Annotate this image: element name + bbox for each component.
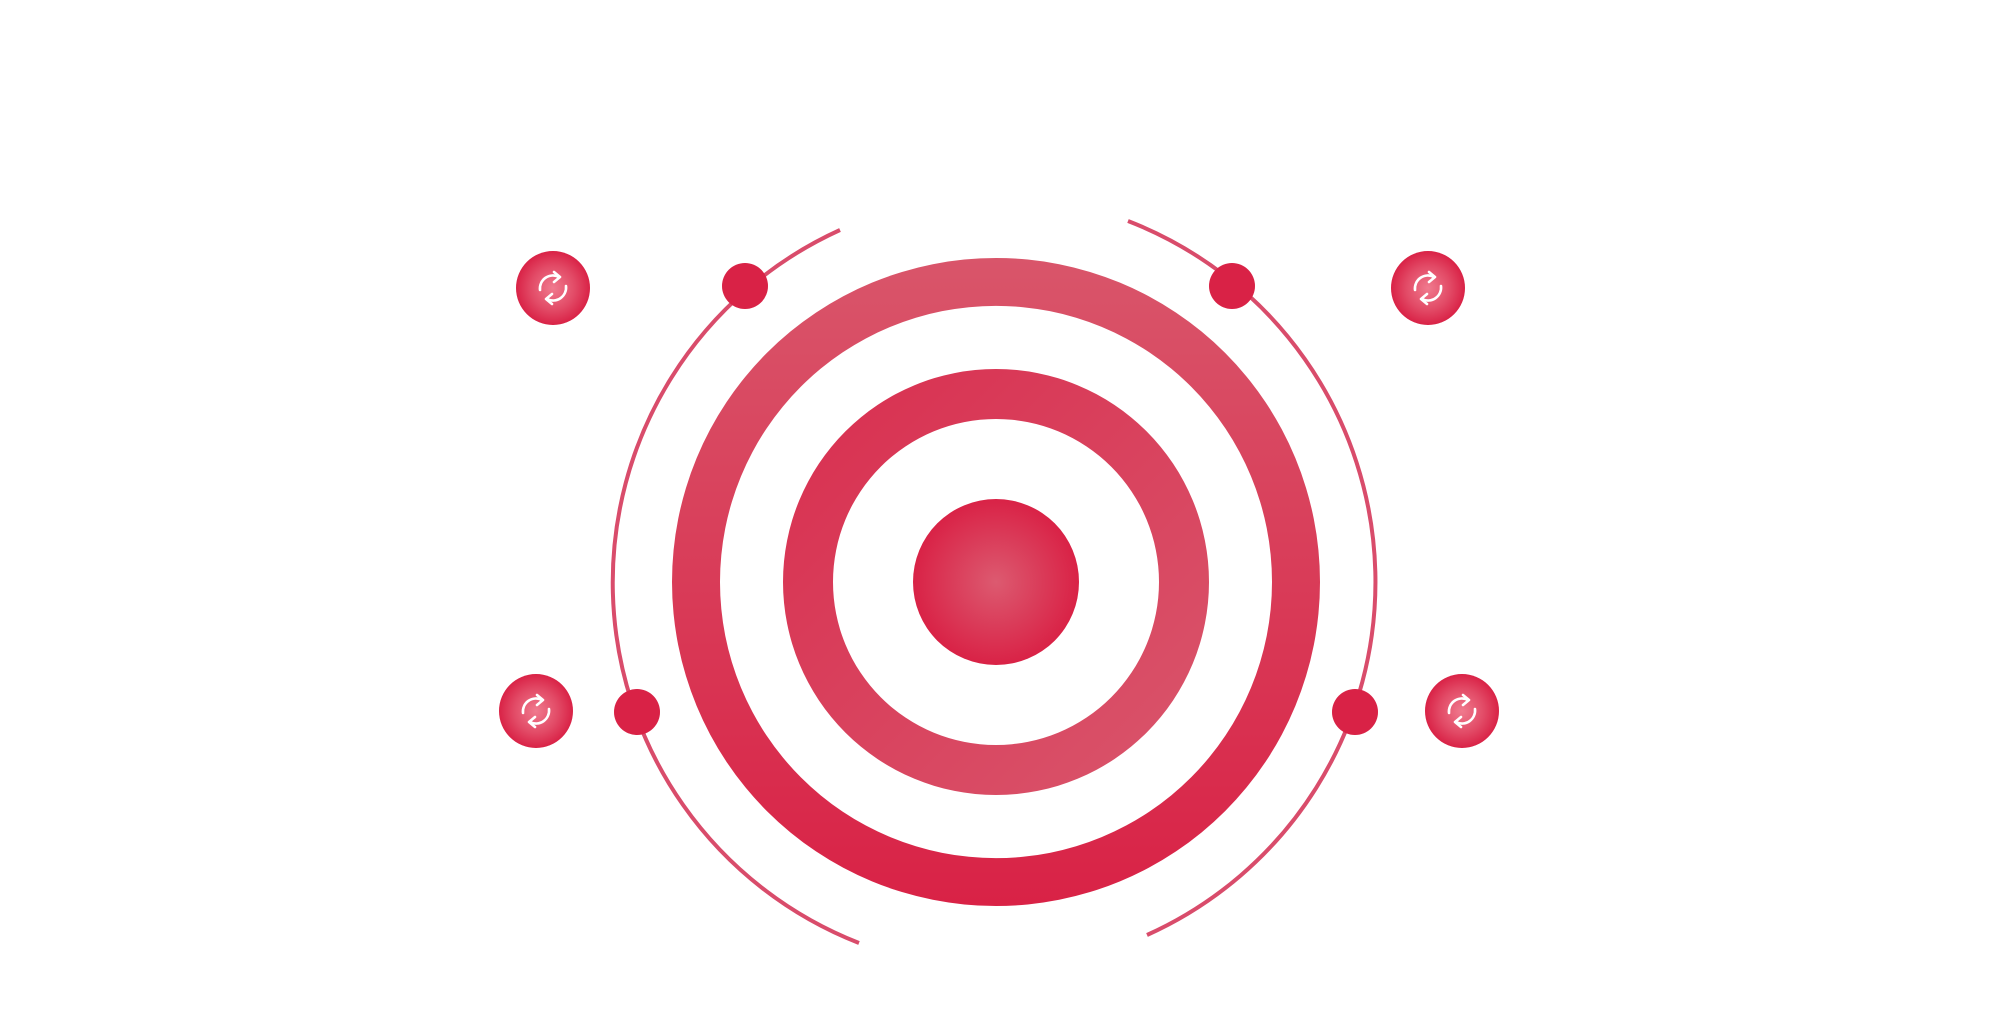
badge-circle bbox=[1425, 674, 1499, 748]
node-top-left bbox=[722, 263, 768, 309]
center-core bbox=[913, 499, 1079, 665]
badges-group bbox=[499, 251, 1499, 748]
badge-circle bbox=[516, 251, 590, 325]
badge-circle bbox=[1391, 251, 1465, 325]
badge-top-left bbox=[516, 251, 590, 325]
refresh-icon bbox=[1447, 693, 1477, 729]
badge-bottom-left bbox=[499, 674, 573, 748]
node-top-right bbox=[1209, 263, 1255, 309]
badge-circle bbox=[499, 674, 573, 748]
badge-top-right bbox=[1391, 251, 1465, 325]
refresh-icon bbox=[538, 270, 568, 306]
refresh-icon bbox=[1413, 270, 1443, 306]
node-bottom-right bbox=[1332, 689, 1378, 735]
badge-bottom-right bbox=[1425, 674, 1499, 748]
rings-group bbox=[672, 258, 1320, 906]
refresh-icon bbox=[521, 693, 551, 729]
node-bottom-left bbox=[614, 689, 660, 735]
arc-left bbox=[610, 228, 860, 945]
nodes-group bbox=[614, 263, 1378, 735]
